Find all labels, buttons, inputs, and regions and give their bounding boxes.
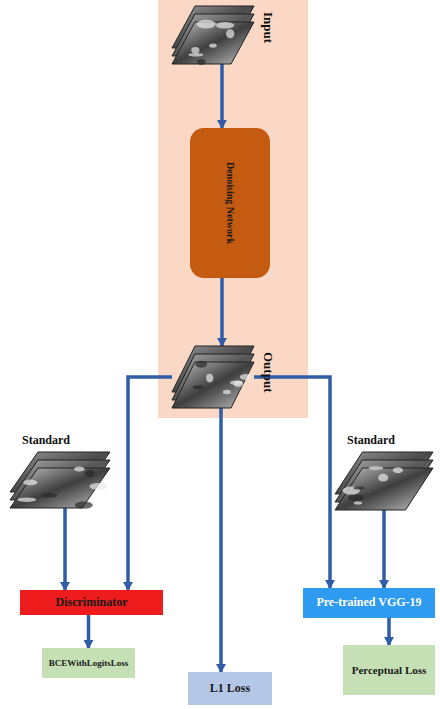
flow-arrow bbox=[220, 64, 224, 128]
box-label: Pre-trained VGG-19 bbox=[316, 596, 421, 610]
loss-box: Perceptual Loss bbox=[343, 645, 435, 695]
network-panel bbox=[158, 0, 308, 418]
image-texture bbox=[226, 29, 234, 38]
image-texture bbox=[195, 361, 207, 368]
image-texture bbox=[188, 53, 203, 56]
image-texture bbox=[23, 480, 37, 486]
image-stack-node: Input bbox=[172, 6, 254, 64]
image-texture bbox=[353, 487, 365, 490]
flow-arrow bbox=[387, 618, 391, 645]
image-texture bbox=[75, 501, 93, 508]
image-texture bbox=[230, 380, 242, 385]
flow-arrow bbox=[87, 615, 91, 648]
image-texture bbox=[216, 22, 234, 29]
image-stack bbox=[172, 6, 254, 64]
box-label: L1 Loss bbox=[210, 682, 250, 696]
image-layer bbox=[172, 362, 254, 408]
flow-arrow bbox=[254, 377, 330, 588]
image-layer bbox=[335, 468, 433, 510]
image-texture bbox=[378, 474, 388, 482]
network-box: Denoising Network bbox=[190, 128, 270, 278]
flow-arrow bbox=[128, 377, 172, 590]
image-texture bbox=[74, 466, 85, 471]
image-label: Input bbox=[260, 12, 276, 43]
image-texture bbox=[41, 493, 57, 498]
image-label: Standard bbox=[22, 433, 70, 447]
flow-arrow bbox=[382, 510, 386, 588]
loss-box: BCEWithLogitsLoss bbox=[42, 648, 135, 678]
image-texture bbox=[206, 374, 213, 383]
image-texture bbox=[89, 483, 107, 490]
image-texture bbox=[369, 466, 384, 470]
image-texture bbox=[197, 59, 206, 65]
image-label: Output bbox=[260, 352, 276, 392]
image-texture bbox=[209, 43, 217, 47]
image-texture bbox=[197, 20, 216, 29]
discriminator-box: Discriminator bbox=[20, 590, 163, 615]
image-stack bbox=[335, 452, 433, 510]
image-texture bbox=[393, 467, 403, 473]
flow-arrow bbox=[63, 508, 67, 590]
flow-arrow bbox=[219, 408, 223, 672]
image-layer bbox=[10, 468, 110, 508]
box-label: Perceptual Loss bbox=[352, 664, 427, 677]
image-texture bbox=[240, 374, 252, 380]
image-stack-node: Standard bbox=[10, 452, 110, 508]
loss-box: L1 Loss bbox=[188, 672, 272, 705]
flow-arrow bbox=[220, 278, 224, 346]
image-texture bbox=[348, 494, 364, 501]
image-texture bbox=[191, 47, 199, 53]
box-label: Denoising Network bbox=[224, 162, 236, 244]
image-stack-node: Standard bbox=[335, 452, 433, 510]
box-label: Discriminator bbox=[56, 596, 128, 610]
image-stack-node: Output bbox=[172, 346, 254, 408]
image-stack bbox=[10, 452, 110, 508]
image-stack bbox=[172, 346, 254, 408]
image-layer bbox=[172, 22, 254, 64]
box-label: BCEWithLogitsLoss bbox=[49, 658, 128, 668]
vgg-box: Pre-trained VGG-19 bbox=[303, 588, 435, 618]
image-label: Standard bbox=[347, 433, 395, 447]
image-texture bbox=[18, 497, 37, 502]
image-texture bbox=[193, 385, 204, 389]
image-texture bbox=[354, 501, 362, 504]
image-texture bbox=[223, 390, 231, 394]
image-texture bbox=[85, 470, 95, 478]
